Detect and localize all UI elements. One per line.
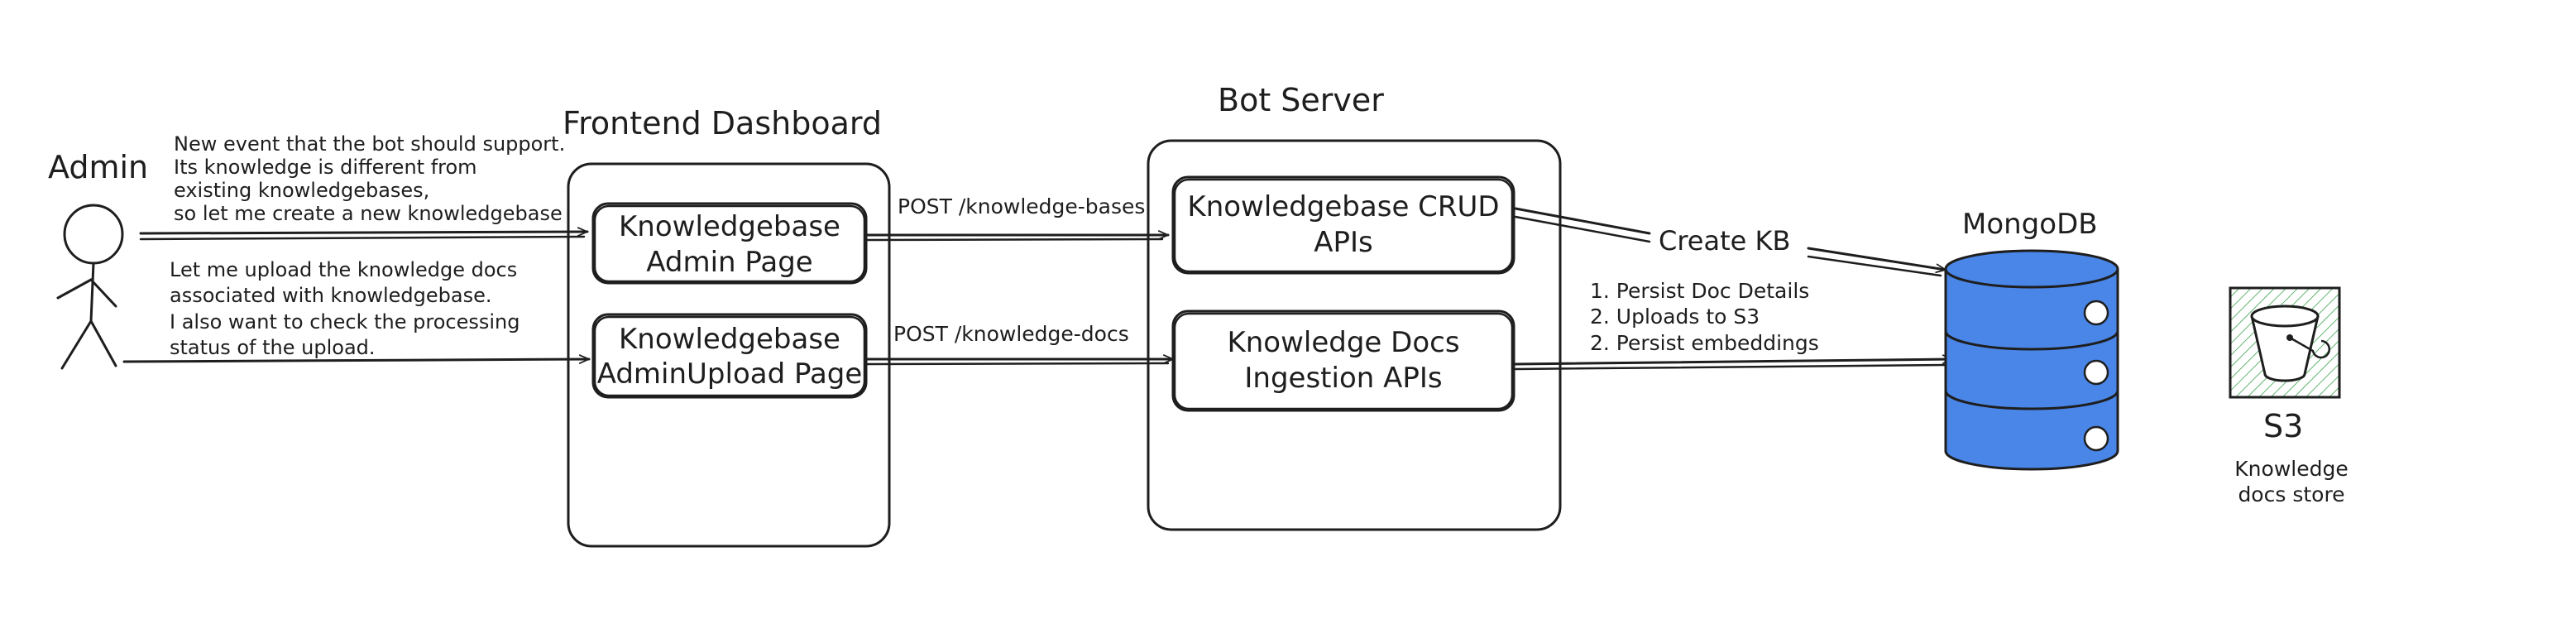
- post-knowledge-docs-arrow: POST /knowledge-docs: [864, 322, 1175, 366]
- kb-admin-upload-page: Knowledgebase AdminUpload Page: [591, 313, 868, 399]
- note-line: Its knowledge is different from: [174, 156, 477, 179]
- box-label-line: Ingestion APIs: [1244, 362, 1442, 395]
- edge-label: POST /knowledge-docs: [893, 322, 1129, 346]
- s3-store: S3 Knowledge docs store: [2229, 286, 2349, 506]
- note-line: New event that the bot should support.: [174, 132, 565, 156]
- box-label-line: APIs: [1314, 226, 1373, 259]
- bot-server-title: Bot Server: [1218, 82, 1384, 118]
- admin-to-admin-page-arrow: [139, 232, 589, 241]
- bot-server: Bot Server Knowledgebase CRUD APIs Knowl…: [1147, 82, 1562, 531]
- note-line: status of the upload.: [170, 336, 376, 359]
- admin-label: Admin: [48, 149, 148, 185]
- box-label-line: Admin Page: [646, 246, 812, 279]
- admin-actor: Admin: [48, 149, 148, 370]
- s3-bucket-icon: [2229, 286, 2341, 399]
- create-kb-arrow: Create KB: [1514, 207, 1946, 277]
- post-knowledge-bases-arrow: POST /knowledge-bases: [864, 194, 1170, 242]
- database-icon: [1944, 249, 2119, 471]
- mongodb-database: MongoDB: [1944, 208, 2119, 471]
- create-kb-label: Create KB: [1659, 225, 1790, 257]
- box-label-line: Knowledgebase: [619, 323, 840, 356]
- ingestion-step: 2. Uploads to S3: [1590, 305, 1760, 329]
- edge-label: POST /knowledge-bases: [898, 194, 1145, 218]
- ingestion-step: 2. Persist embeddings: [1590, 331, 1819, 355]
- ingestion-step: 1. Persist Doc Details: [1590, 279, 1809, 303]
- kb-admin-page: Knowledgebase Admin Page: [591, 202, 868, 285]
- box-label-line: Knowledgebase CRUD: [1187, 190, 1499, 223]
- box-label-line: Knowledge Docs: [1227, 326, 1459, 359]
- ingestion-to-mongodb-arrow: 1. Persist Doc Details 2. Uploads to S3 …: [1514, 279, 1954, 371]
- note-line: I also want to check the processing: [170, 310, 520, 333]
- bot-server-container: [1147, 139, 1562, 531]
- note-line: Let me upload the knowledge docs: [170, 258, 517, 281]
- mongodb-label: MongoDB: [1962, 208, 2098, 241]
- kb-crud-apis: Knowledgebase CRUD APIs: [1171, 175, 1515, 275]
- box-label-line: Knowledgebase: [619, 210, 840, 243]
- stick-figure-icon: [56, 204, 124, 370]
- frontend-dashboard: Frontend Dashboard Knowledgebase Admin P…: [563, 105, 891, 548]
- note-line: associated with knowledgebase.: [170, 284, 491, 307]
- s3-caption-line: Knowledge: [2234, 457, 2348, 481]
- create-kb-note: New event that the bot should support. I…: [174, 132, 565, 225]
- admin-to-upload-page-arrow: [122, 359, 591, 362]
- box-label-line: AdminUpload Page: [597, 357, 863, 391]
- s3-label: S3: [2263, 408, 2303, 444]
- docs-ingestion-apis: Knowledge Docs Ingestion APIs: [1171, 310, 1515, 412]
- upload-docs-note: Let me upload the knowledge docs associa…: [170, 258, 520, 359]
- frontend-container: [567, 162, 891, 548]
- note-line: existing knowledgebases,: [174, 179, 429, 202]
- s3-caption-line: docs store: [2238, 482, 2344, 506]
- frontend-title: Frontend Dashboard: [563, 105, 882, 142]
- note-line: so let me create a new knowledgebase: [174, 202, 563, 225]
